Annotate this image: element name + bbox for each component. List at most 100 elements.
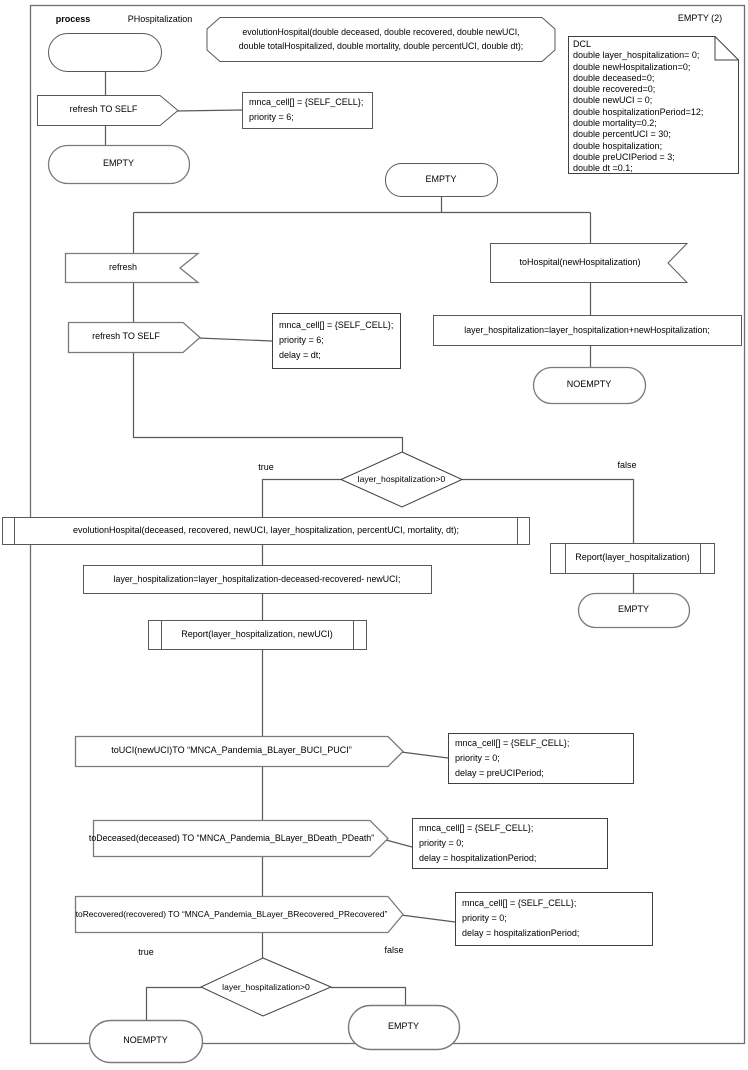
comment-line: mnca_cell[] = {SELF_CELL}; [455, 737, 570, 748]
connector-line [145, 986, 201, 1020]
dcl-line: double recovered=0; [573, 84, 656, 95]
comment-2-box [272, 313, 401, 369]
connector-line [462, 478, 635, 543]
comment-line: delay = dt; [279, 350, 321, 360]
call-report-main-shape [148, 620, 367, 650]
state-noempty-right-label: NOEMPTY [566, 379, 612, 390]
comment-1-text: mnca_cell[] = {SELF_CELL}; priority = 6; [242, 92, 372, 128]
task-add-shape [433, 315, 742, 346]
comment-line: delay = preUCIPeriod; [455, 767, 544, 778]
comment-line: delay = hospitalizationPeriod; [462, 928, 580, 938]
comment-line: priority = 0; [462, 913, 507, 923]
comment-4-text: mnca_cell[] = {SELF_CELL}; priority = 0;… [412, 818, 607, 868]
comment-1-box [242, 92, 373, 129]
declaration-line: double totalHospitalized, double mortali… [238, 40, 524, 51]
comment-line: priority = 0; [419, 837, 464, 848]
decision-1-label: layer_hospitalization>0 [357, 474, 446, 485]
dcl-line: double layer_hospitalization= 0; [573, 50, 700, 61]
dcl-line: double hospitalization; [573, 140, 663, 151]
output-refresh-self-2-shape [67, 321, 201, 354]
dcl-box-fold [714, 36, 739, 61]
comment-line: mnca_cell[] = {SELF_CELL}; [462, 898, 577, 908]
process-label: process [55, 13, 91, 24]
start-state-shape [48, 33, 162, 72]
comment-5-box [455, 892, 653, 946]
dcl-line: double dt =0.1; [573, 163, 633, 174]
declaration-text: evolutionHospital(double deceased, doubl… [209, 18, 553, 61]
state-noempty-bottom-label: NOEMPTY [123, 1035, 168, 1046]
comment-line: mnca_cell[] = {SELF_CELL}; [419, 822, 534, 833]
declaration-line: evolutionHospital(double deceased, doubl… [242, 27, 520, 37]
connector-line [331, 986, 407, 1005]
input-refresh-shape [64, 252, 200, 284]
call-report-false-bars [565, 543, 701, 574]
comment-line: mnca_cell[] = {SELF_CELL}; [249, 97, 364, 107]
false-label-2: false [384, 944, 404, 955]
state-empty-false-shape [577, 592, 691, 629]
true-label-1: true [258, 461, 274, 472]
connector-line [385, 839, 413, 848]
dcl-line: double mortality=0.2; [573, 118, 657, 129]
output-todeceased-label: toDeceased(deceased) TO “MNCA_Pandemia_B… [88, 832, 375, 843]
state-empty-top-label: EMPTY [425, 173, 457, 184]
connector-line [400, 914, 456, 923]
connector-line [261, 478, 341, 518]
call-evolution-label: evolutionHospital(deceased, recovered, n… [72, 525, 459, 536]
dcl-line: double newHospitalization=0; [573, 61, 691, 72]
dcl-line: double hospitalizationPeriod=12; [573, 106, 704, 117]
comment-4-box [412, 818, 608, 869]
output-torecovered-shape [74, 895, 404, 934]
process-name: PHospitalization [127, 13, 193, 24]
call-report-false-label: Report(layer_hospitalization) [575, 552, 690, 563]
task-sub-label: layer_hospitalization=layer_hospitalizat… [113, 573, 401, 584]
task-add-label: layer_hospitalization=layer_hospitalizat… [464, 324, 710, 335]
decision-1-shape [339, 451, 464, 508]
state-empty-1-label: EMPTY [102, 158, 134, 169]
comment-5-text: mnca_cell[] = {SELF_CELL}; priority = 0;… [455, 892, 652, 945]
output-torecovered-label: toRecovered(recovered) TO “MNCA_Pandemia… [75, 908, 388, 919]
comment-3-box [448, 733, 634, 784]
input-tohospital-label: toHospital(newHospitalization) [519, 256, 641, 267]
false-label-1: false [617, 459, 637, 470]
decision-2-label: layer_hospitalization>0 [222, 982, 310, 993]
declaration-shape [206, 17, 556, 62]
state-noempty-bottom-shape [88, 1019, 204, 1064]
call-report-false-shape [550, 543, 715, 574]
input-refresh-label: refresh [108, 261, 137, 272]
comment-line: mnca_cell[] = {SELF_CELL}; [279, 320, 394, 330]
output-refresh-self-2-label: refresh TO SELF [92, 331, 160, 342]
connector-line [175, 109, 243, 112]
dcl-line: double newUCI = 0; [573, 95, 653, 106]
comment-line: delay = hospitalizationPeriod; [419, 852, 537, 863]
state-noempty-right-shape [532, 366, 647, 405]
call-evolution-shape [2, 517, 530, 545]
state-empty-bottom-label: EMPTY [387, 1021, 419, 1032]
state-empty-false-label: EMPTY [617, 604, 649, 615]
comment-line: priority = 6; [249, 112, 294, 122]
true-label-2: true [138, 946, 154, 957]
comment-line: priority = 6; [279, 335, 324, 345]
connector-line [132, 352, 404, 452]
connector-line [197, 337, 273, 342]
comment-3-text: mnca_cell[] = {SELF_CELL}; priority = 0;… [448, 733, 633, 783]
state-empty-top-shape [385, 163, 498, 197]
call-evolution-bars [14, 517, 518, 545]
comment-2-text: mnca_cell[] = {SELF_CELL}; priority = 6;… [272, 313, 400, 368]
task-sub-shape [83, 565, 432, 594]
output-refresh-self-1-shape [37, 95, 179, 126]
output-refresh-self-1-label: refresh TO SELF [69, 104, 138, 115]
output-touci-shape [74, 735, 404, 768]
output-touci-label: toUCI(newUCI)TO “MNCA_Pandemia_BLayer_BU… [111, 745, 352, 756]
state-empty-1-shape [47, 144, 191, 185]
dcl-text: DCL double layer_hospitalization= 0; dou… [573, 39, 735, 173]
dcl-line: double preUCIPeriod = 3; [573, 151, 675, 162]
dcl-box [568, 36, 739, 174]
decision-2-shape [199, 957, 333, 1017]
input-tohospital-shape [490, 243, 689, 283]
connector-line [400, 751, 449, 759]
call-report-main-bars [161, 620, 354, 650]
dcl-line: DCL [573, 39, 592, 49]
connectors [104, 72, 635, 1020]
